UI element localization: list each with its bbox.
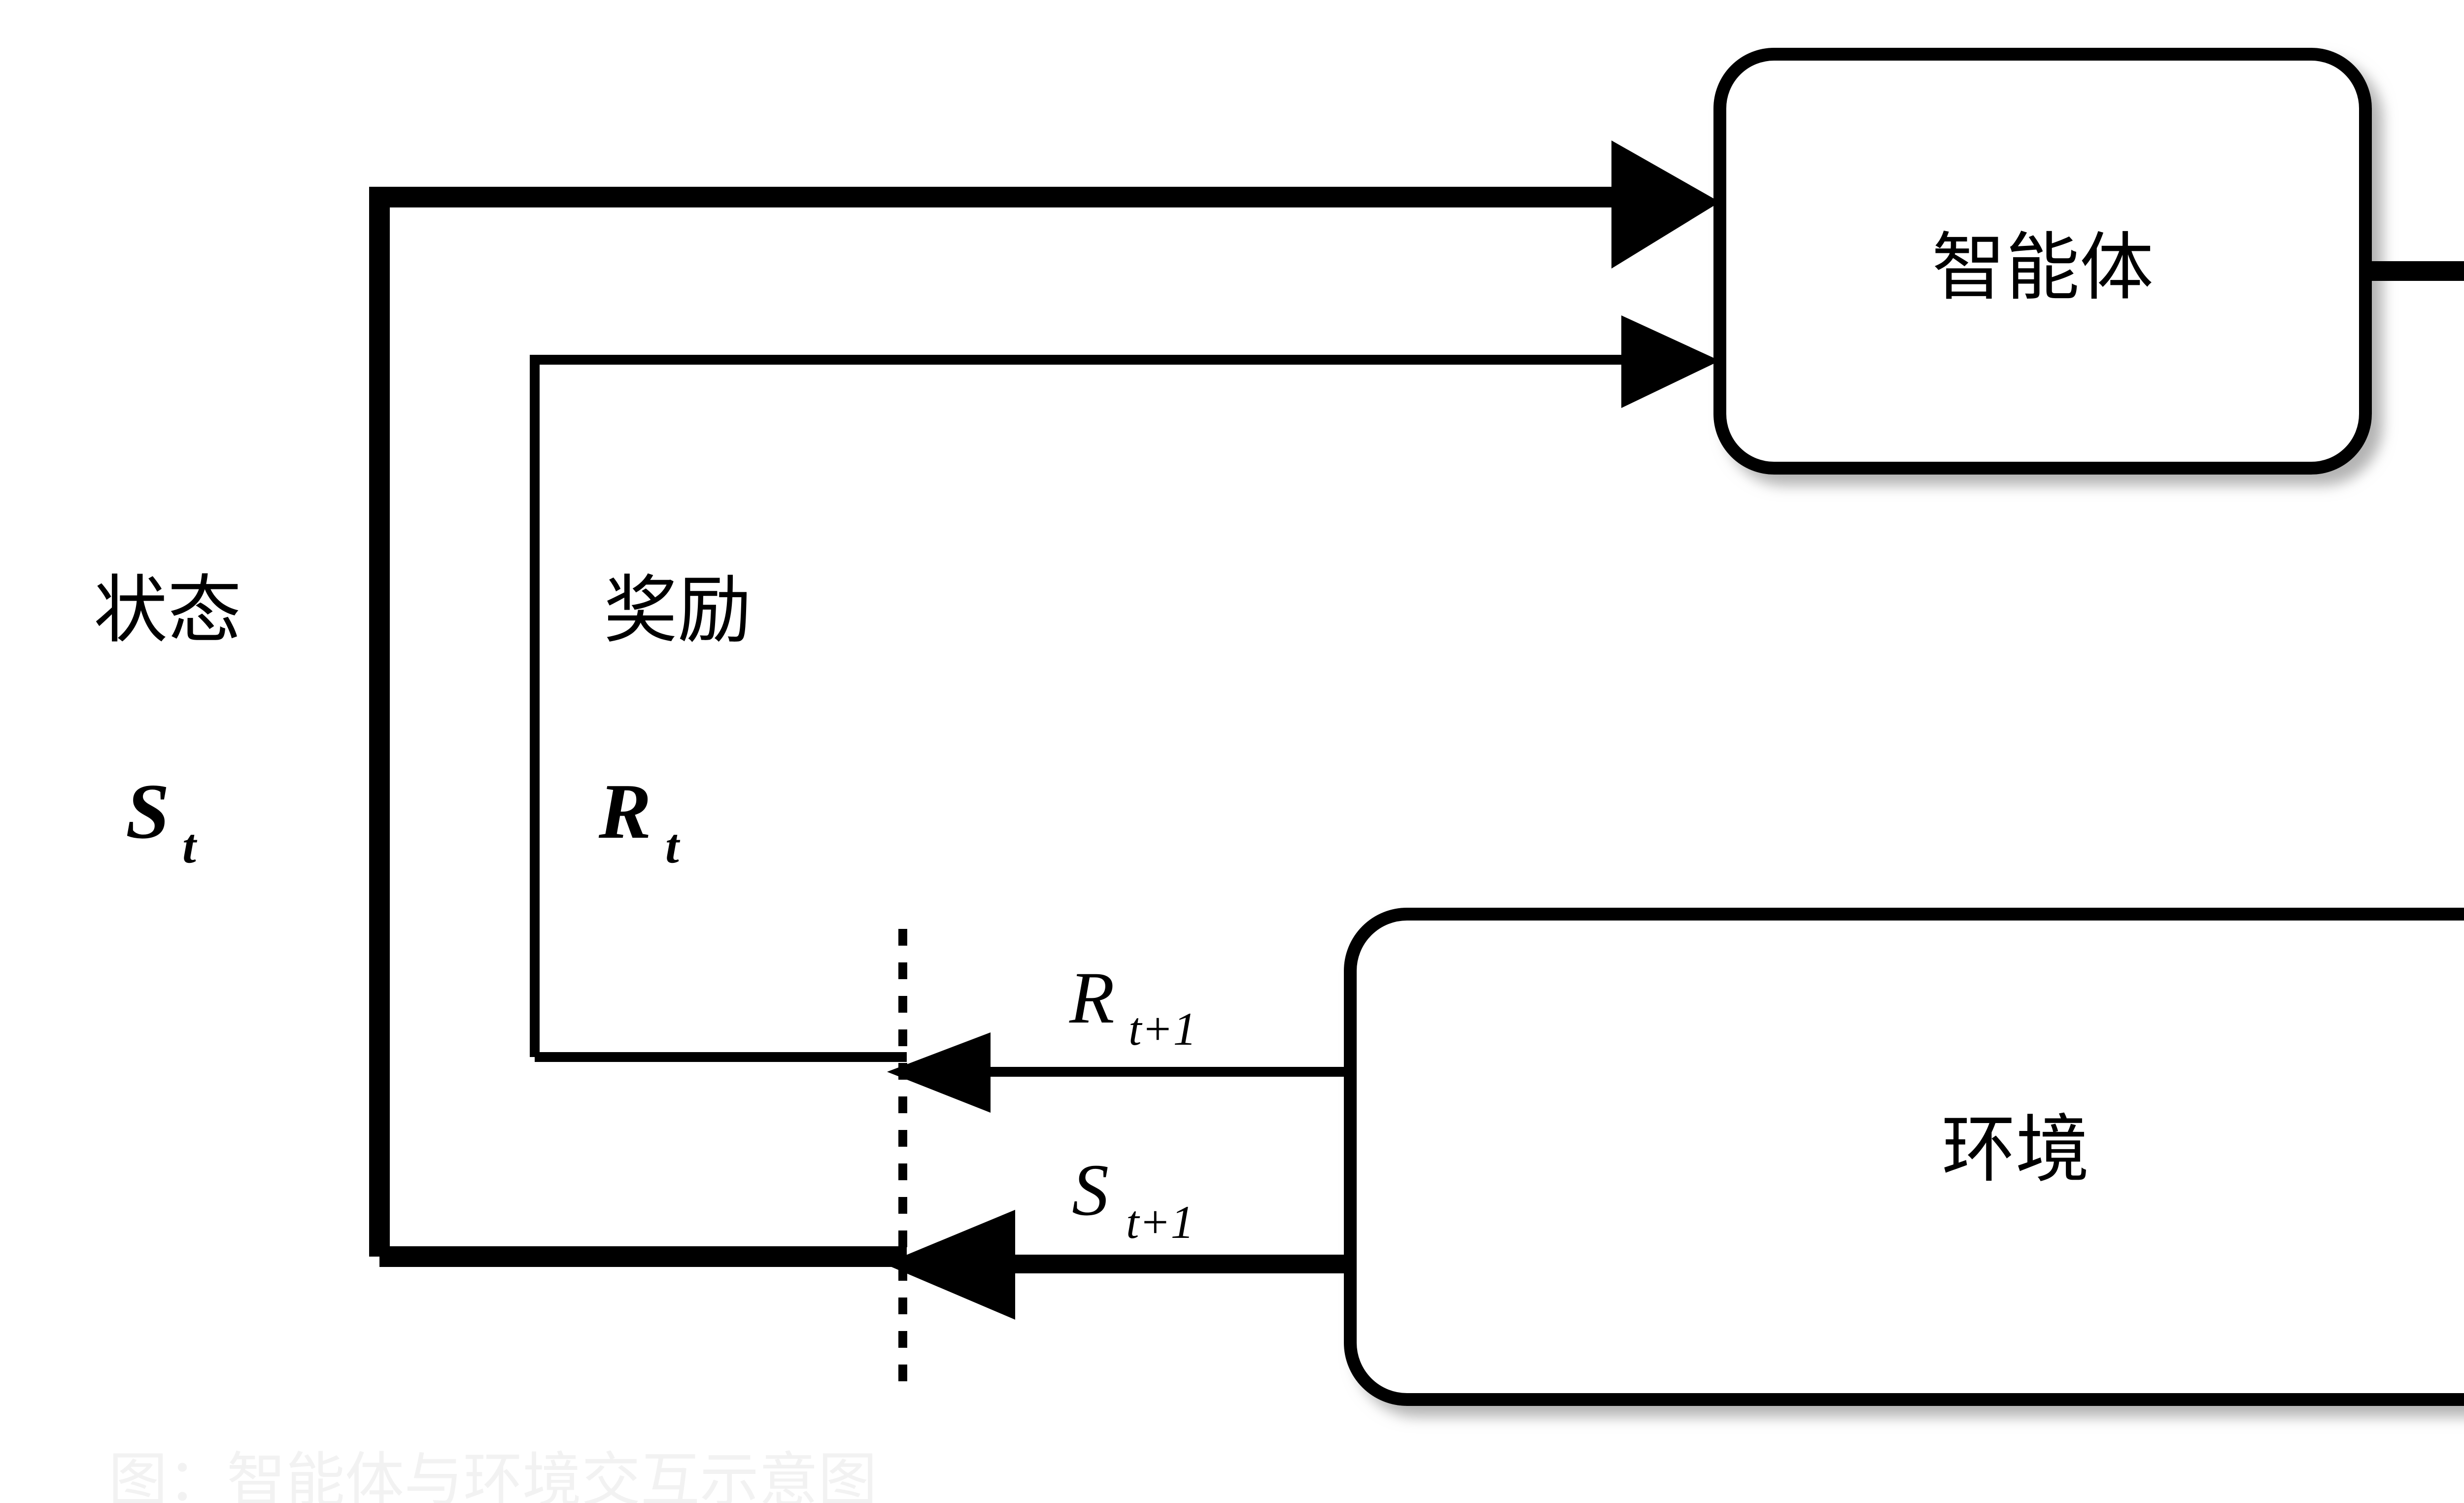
reward-label-cjk: 奖励: [604, 570, 752, 652]
state-return-arrowhead-icon: [1611, 140, 1720, 269]
state-symbol: S: [126, 767, 170, 855]
state-symbol-subscript: t: [182, 819, 198, 873]
agent-box-label: 智能体: [1932, 227, 2154, 309]
state-next-symbol-subscript: t+1: [1126, 1196, 1194, 1248]
state-return-line: [369, 187, 1676, 1257]
reward-next-label-group: R t+1: [1069, 957, 1197, 1055]
edge-state-return: [369, 140, 1720, 1267]
reward-next-symbol: R: [1069, 957, 1115, 1039]
reward-return-line: [530, 355, 1676, 1057]
reward-return-arrowhead-icon: [1621, 315, 1720, 408]
state-next-label-group: S t+1: [1072, 1149, 1194, 1248]
reward-label-group: 奖励 R t: [598, 570, 752, 873]
reward-symbol: R: [598, 767, 651, 855]
edge-reward-return: [530, 315, 1720, 1062]
reward-next-arrowhead-icon: [887, 1032, 991, 1113]
state-next-symbol: S: [1072, 1149, 1109, 1231]
state-label-group: 状态 S t: [94, 570, 241, 873]
figure-caption: 图：智能体与环境交互示意图: [108, 1448, 877, 1503]
agent-node[interactable]: 智能体: [1713, 48, 2372, 475]
environment-box-shape: [1344, 908, 2464, 1406]
edge-reward-next: [887, 1032, 1350, 1113]
reward-next-symbol-subscript: t+1: [1129, 1003, 1197, 1055]
environment-box-label: 环境: [1942, 1109, 2089, 1191]
edge-state-next: [885, 1210, 1350, 1320]
environment-node[interactable]: 环境: [1344, 908, 2464, 1406]
state-label-cjk: 状态: [94, 570, 241, 652]
reward-symbol-subscript: t: [665, 819, 681, 873]
state-next-arrowhead-icon: [885, 1210, 1015, 1320]
